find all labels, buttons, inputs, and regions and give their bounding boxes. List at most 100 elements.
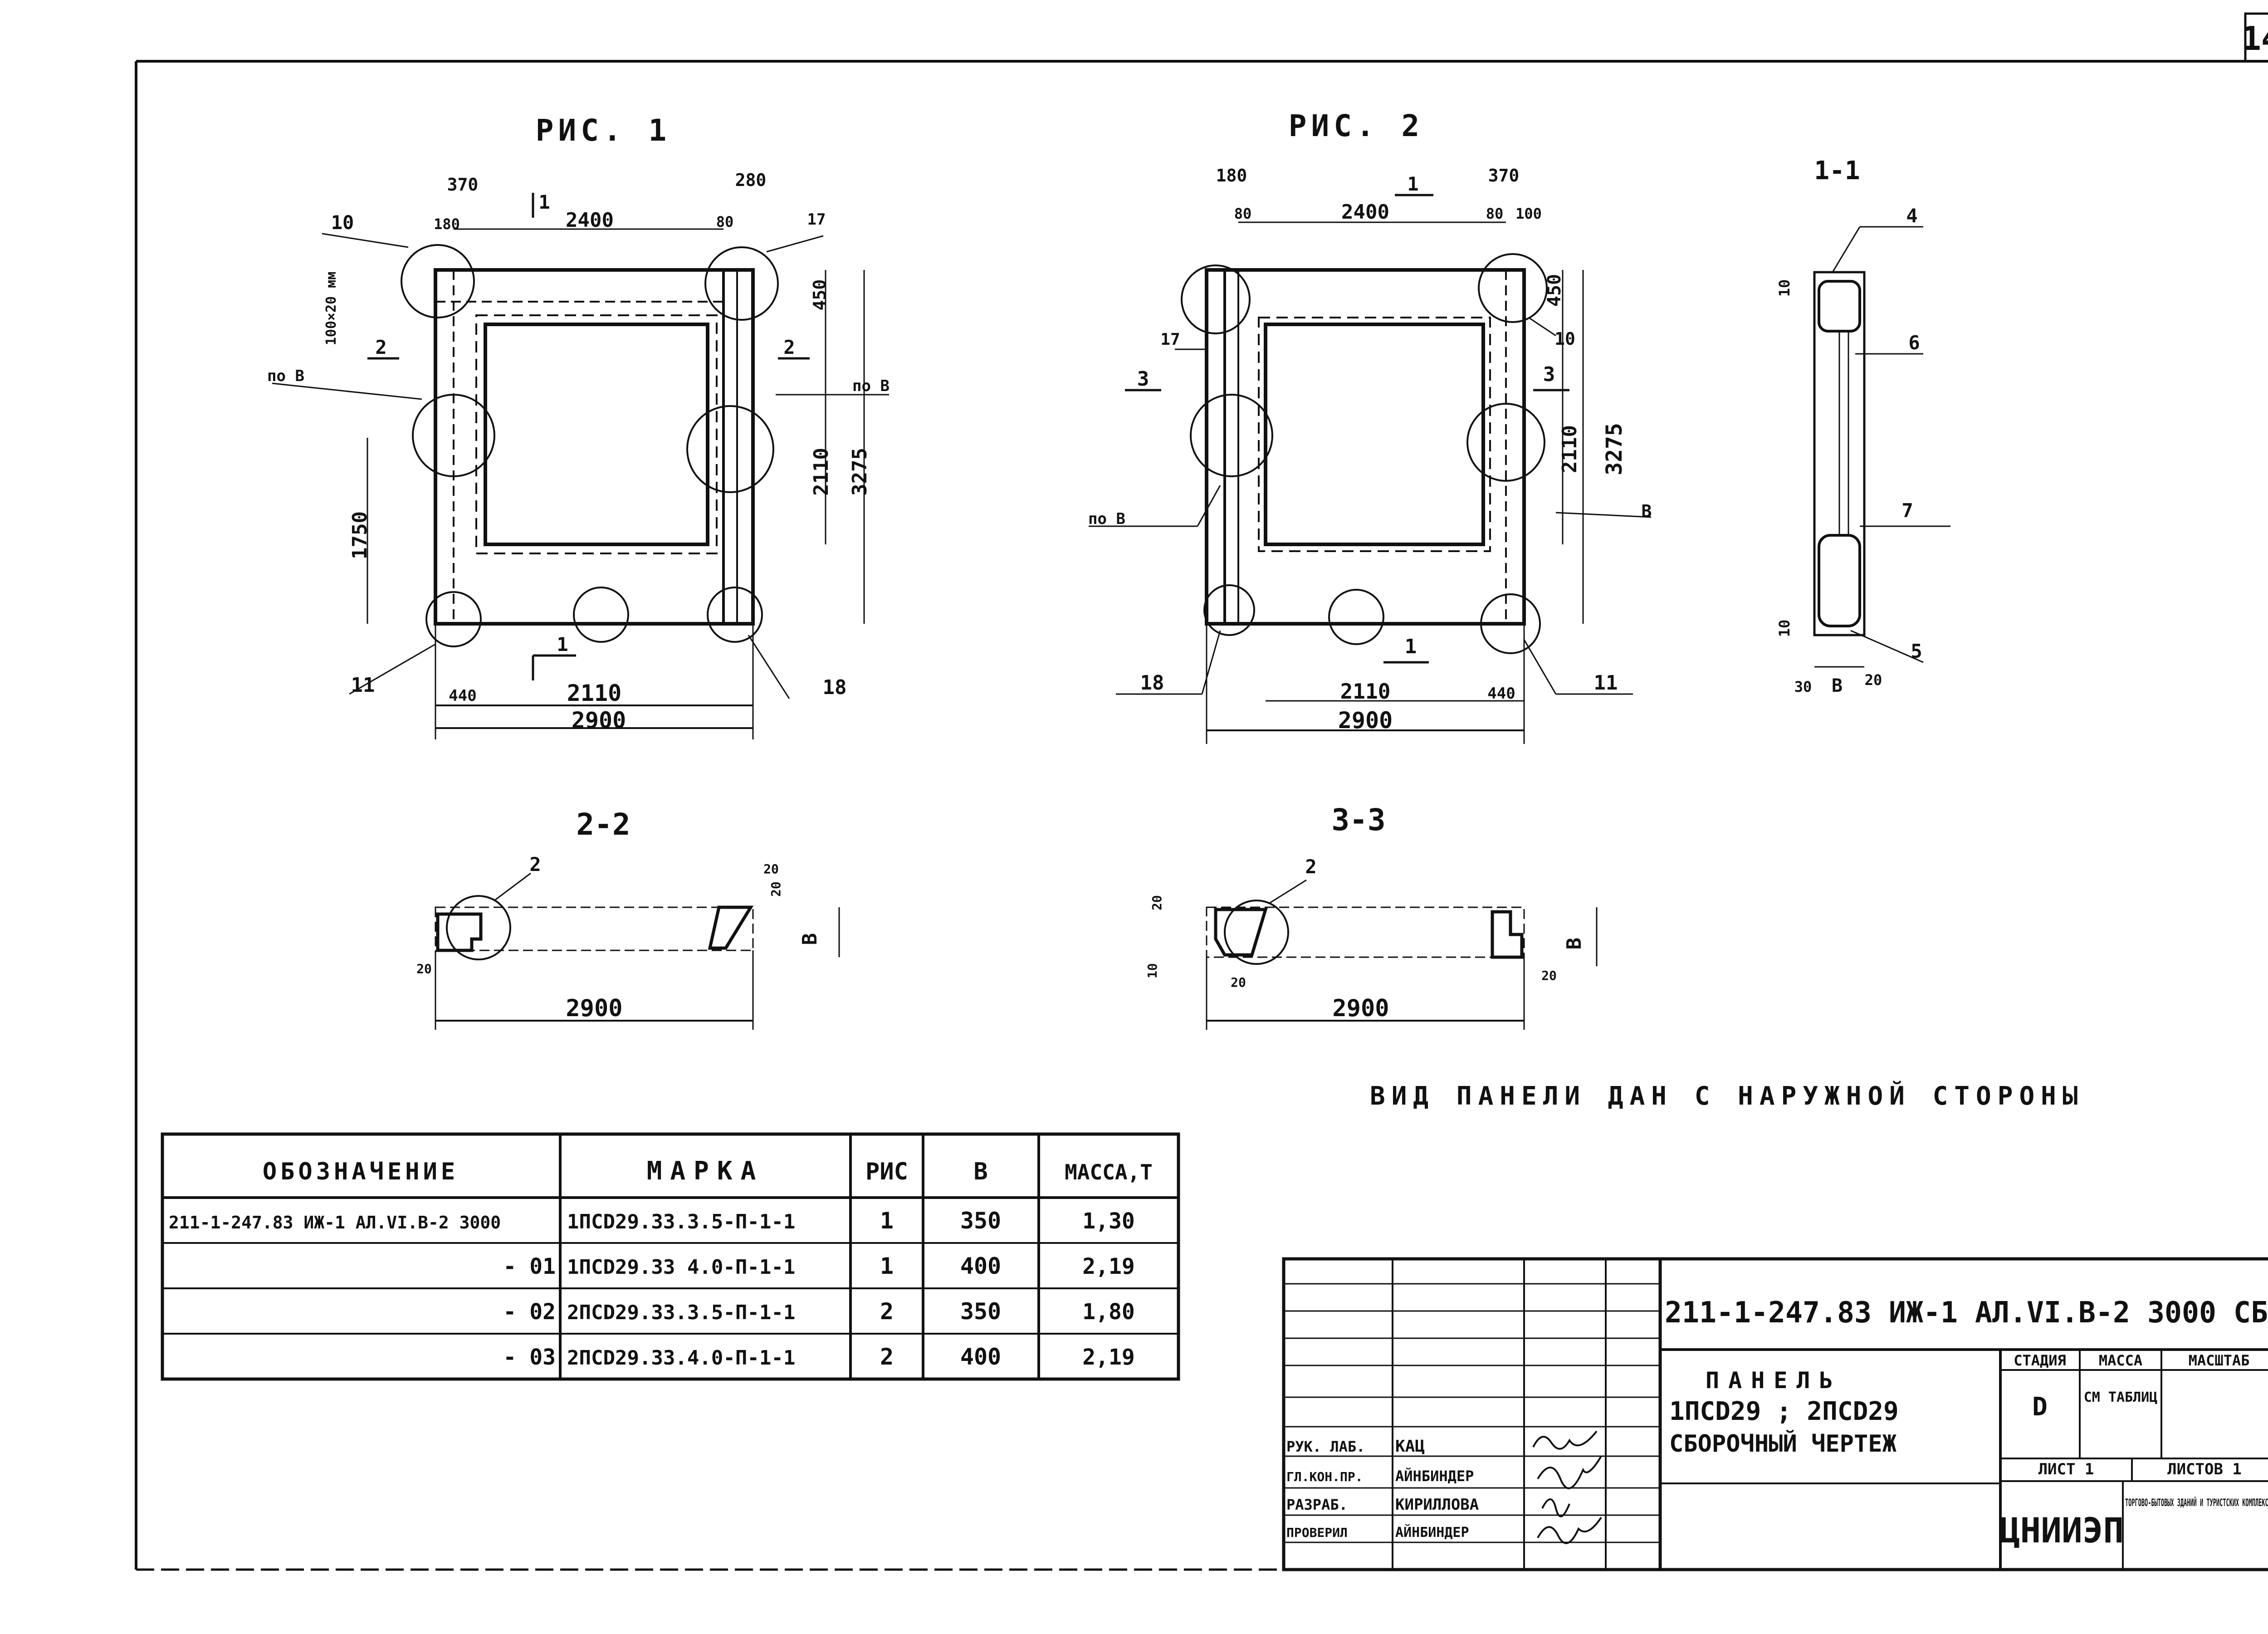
svg-text:по В: по В [1088, 510, 1125, 528]
fig2-title: РИС. 2 [1289, 108, 1424, 143]
sec11-title: 1-1 [1814, 156, 1860, 186]
svg-text:6: 6 [1908, 332, 1920, 354]
svg-text:80: 80 [716, 213, 734, 230]
svg-text:МАССА: МАССА [2099, 1352, 2142, 1369]
svg-text:СТАДИЯ: СТАДИЯ [2014, 1352, 2066, 1369]
org-desc: ТОРГОВО-БЫТОВЫХ ЗДАНИЙ И ТУРИСТСКИХ КОМП… [2125, 1497, 2268, 1509]
spec-cell: 2 [880, 1298, 894, 1325]
svg-text:2110: 2110 [567, 680, 621, 706]
svg-text:450: 450 [1544, 274, 1565, 307]
svg-text:2900: 2900 [566, 995, 622, 1022]
svg-text:1: 1 [1407, 173, 1418, 195]
spec-cell: 1ПСD29.33 4.0-П-1-1 [567, 1256, 795, 1279]
view-note: ВИД ПАНЕЛИ ДАН С НАРУЖНОЙ СТОРОНЫ [1370, 1081, 2084, 1111]
svg-text:20: 20 [1231, 975, 1246, 990]
spec-cell: 1,30 [1082, 1208, 1135, 1234]
svg-text:КИРИЛЛОВА: КИРИЛЛОВА [1395, 1496, 1479, 1514]
spec-cell: 2 [880, 1344, 894, 1370]
spec-header: ОБОЗНАЧЕНИЕ [263, 1158, 459, 1185]
doc-name-2: 1ПСD29 ; 2ПСD29 [1669, 1397, 1899, 1426]
svg-text:МАСШТАБ: МАСШТАБ [2189, 1352, 2250, 1369]
svg-text:3: 3 [1543, 363, 1555, 386]
svg-text:440: 440 [449, 687, 476, 705]
svg-text:20: 20 [768, 881, 783, 897]
svg-text:2400: 2400 [566, 209, 614, 232]
svg-text:20: 20 [1149, 895, 1164, 910]
fig1-panel-outline [434, 268, 755, 626]
svg-text:370: 370 [447, 175, 479, 195]
svg-text:20: 20 [1541, 968, 1557, 983]
signature [1532, 1430, 1598, 1450]
svg-text:20: 20 [416, 961, 432, 976]
svg-text:10: 10 [1776, 279, 1793, 297]
svg-text:по В: по В [852, 377, 890, 395]
svg-text:7: 7 [1901, 499, 1913, 522]
spec-table: ОБОЗНАЧЕНИЕ МАРКА РИС В МАССА,Т 211-1-24… [161, 1132, 1180, 1381]
doc-code: 211-1-247.83 ИЖ-1 АЛ.VI.В-2 3000 СБ [1665, 1296, 2268, 1330]
spec-cell: 2,19 [1082, 1254, 1135, 1279]
svg-text:1750: 1750 [348, 511, 371, 559]
spec-cell: 1,80 [1082, 1299, 1135, 1325]
fig1-opening [484, 323, 709, 546]
spec-header: В [973, 1158, 987, 1185]
svg-text:2400: 2400 [1341, 201, 1389, 224]
spec-cell: - 02 [503, 1299, 556, 1325]
svg-text:10: 10 [1776, 620, 1793, 637]
svg-text:2110: 2110 [1558, 425, 1581, 473]
spec-header: МАРКА [647, 1156, 764, 1186]
spec-cell: 2ПСD29.33.4.0-П-1-1 [567, 1346, 795, 1370]
svg-text:10: 10 [1554, 329, 1575, 349]
org-name: ЦНИИЭП [1999, 1510, 2124, 1551]
svg-text:20: 20 [1865, 671, 1882, 689]
svg-text:2: 2 [375, 336, 386, 358]
spec-cell: 211-1-247.83 ИЖ-1 АЛ.VI.В-2 3000 [169, 1213, 501, 1233]
sec22-title: 2-2 [576, 807, 630, 842]
svg-text:30: 30 [1794, 678, 1812, 695]
signature [1541, 1498, 1570, 1517]
svg-text:РУК. ЛАБ.: РУК. ЛАБ. [1286, 1438, 1365, 1455]
sheet-number: 14 [2242, 20, 2268, 58]
svg-text:ЛИСТОВ 1: ЛИСТОВ 1 [2167, 1460, 2242, 1478]
svg-text:СМ ТАБЛИЦ: СМ ТАБЛИЦ [2084, 1389, 2158, 1405]
svg-text:80: 80 [1234, 205, 1252, 222]
svg-text:D: D [2032, 1392, 2048, 1422]
spec-cell: 400 [960, 1253, 1001, 1279]
svg-text:ГЛ.КОН.ПР.: ГЛ.КОН.ПР. [1286, 1469, 1363, 1484]
sheet-frame [135, 60, 2268, 1571]
svg-text:450: 450 [810, 279, 830, 311]
svg-text:11: 11 [1594, 671, 1618, 695]
svg-text:3275: 3275 [1602, 423, 1627, 475]
svg-text:180: 180 [434, 215, 460, 233]
fig1-title: РИС. 1 [536, 113, 671, 148]
doc-name-1: ПАНЕЛЬ [1706, 1367, 1842, 1394]
svg-text:20: 20 [763, 861, 779, 876]
svg-text:2: 2 [529, 853, 541, 876]
svg-text:2110: 2110 [1340, 679, 1391, 704]
svg-text:17: 17 [1160, 330, 1180, 349]
section-3-3: 3-3 2 В 20 10 20 20 2900 [1145, 802, 1598, 1030]
svg-text:3: 3 [1137, 367, 1149, 391]
svg-text:1: 1 [557, 633, 568, 656]
spec-cell: 1 [880, 1208, 894, 1234]
spec-cell: 350 [960, 1208, 1001, 1234]
svg-text:2: 2 [1305, 856, 1316, 878]
svg-text:РАЗРАБ.: РАЗРАБ. [1286, 1496, 1348, 1513]
spec-cell: 350 [960, 1298, 1001, 1325]
spec-cell: 2ПСD29.33.3.5-П-1-1 [567, 1301, 795, 1324]
svg-text:100×20 мм: 100×20 мм [323, 272, 339, 346]
svg-text:1: 1 [538, 191, 550, 213]
signature [1537, 1517, 1602, 1544]
svg-text:17: 17 [807, 210, 826, 229]
sheet-number-box: 14 [2242, 12, 2268, 63]
figure-2: РИС. 2 2400 180 80 370 80 100 2110 440 2… [1088, 108, 1652, 744]
svg-text:3275: 3275 [848, 448, 871, 496]
svg-text:80: 80 [1486, 205, 1504, 222]
svg-text:4: 4 [1906, 205, 1917, 227]
svg-text:ЛИСТ 1: ЛИСТ 1 [2038, 1460, 2094, 1478]
spec-header: РИС [865, 1158, 908, 1185]
svg-text:В: В [1563, 938, 1586, 950]
svg-text:АЙНБИНДЕР: АЙНБИНДЕР [1395, 1524, 1469, 1541]
section-1-1: 1-1 4 6 7 5 10 10 30 В 20 [1776, 156, 1950, 696]
svg-text:10: 10 [331, 211, 354, 234]
